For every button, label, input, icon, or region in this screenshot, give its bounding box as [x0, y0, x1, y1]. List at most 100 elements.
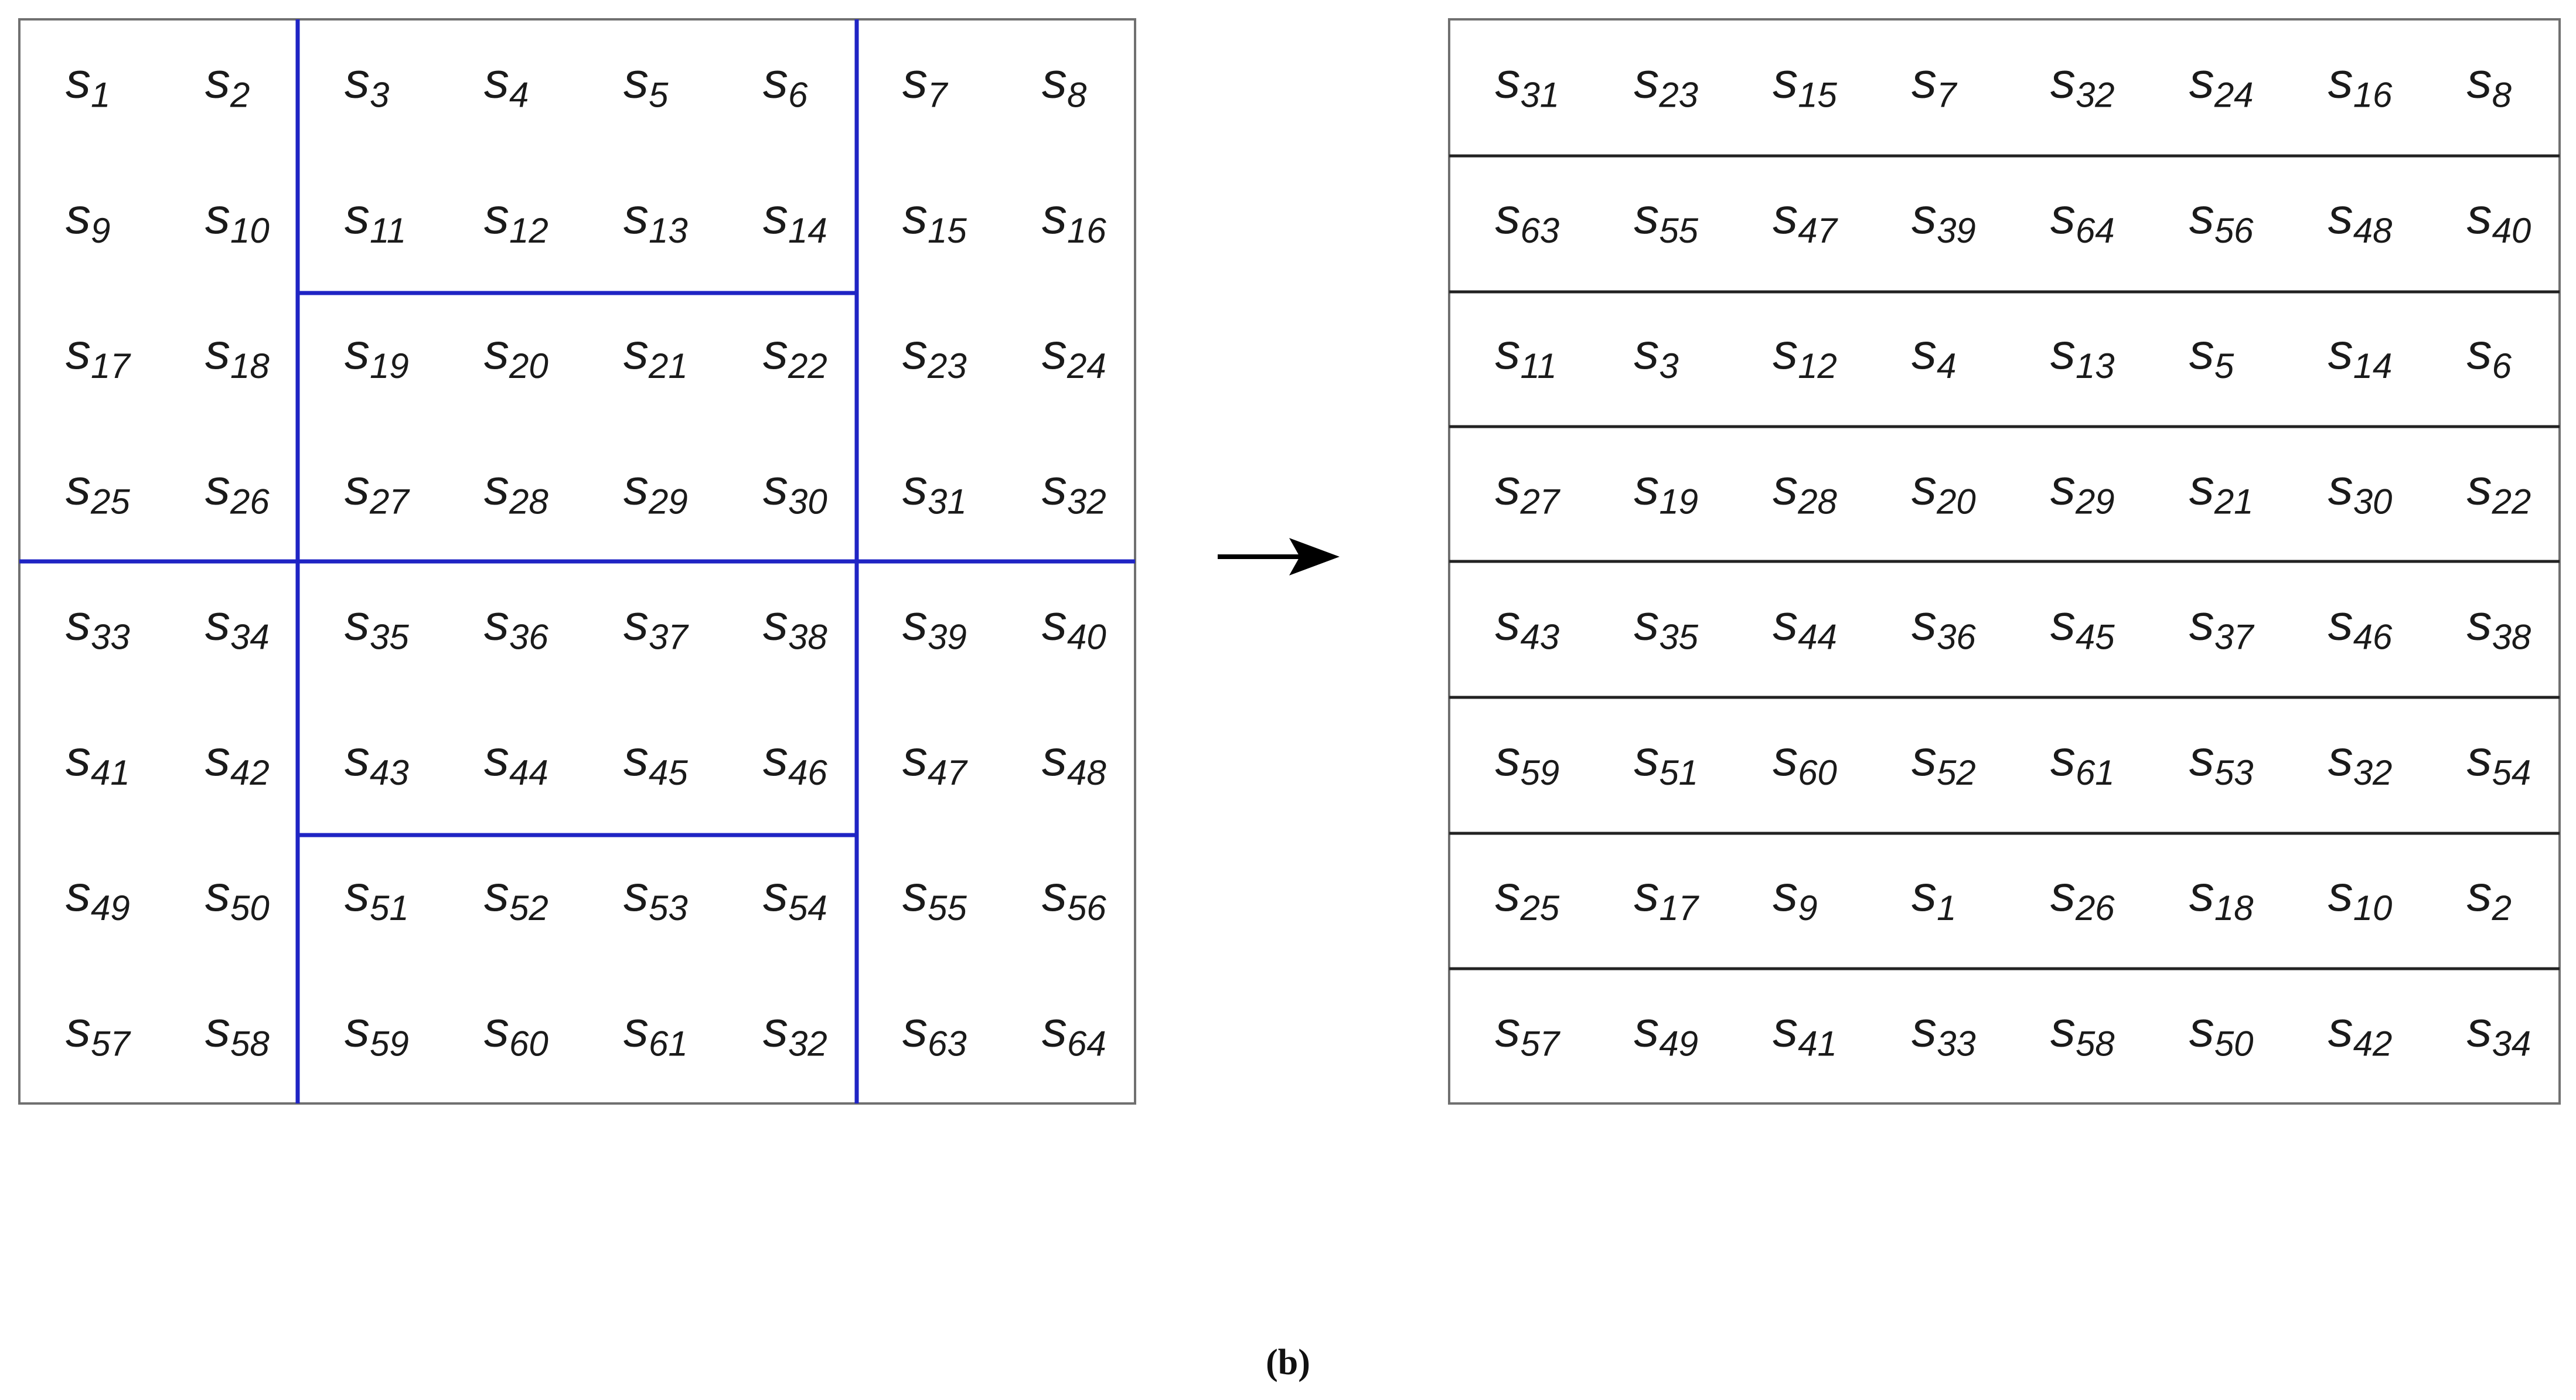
left-cell-r2-c7: s15	[902, 188, 967, 250]
right-cell-r1-c1: s31	[1495, 53, 1559, 115]
left-cell-r2-c2: s10	[205, 188, 270, 250]
left-cell-r4-c7: s31	[902, 459, 967, 521]
right-cell-r1-c6: s24	[2189, 53, 2254, 115]
right-cell-r4-c7: s30	[2328, 459, 2393, 521]
left-cell-r7-c3: s51	[345, 866, 409, 928]
right-cell-r7-c3: s9	[1773, 866, 1817, 928]
right-cell-r6-c4: s52	[1911, 730, 1976, 792]
left-cell-r2-c4: s12	[484, 188, 548, 250]
left-cell-r6-c2: s42	[205, 730, 270, 792]
right-cell-r6-c1: s59	[1495, 730, 1559, 792]
right-cell-r5-c3: s44	[1773, 595, 1837, 657]
left-cell-r8-c6: s32	[763, 1001, 827, 1063]
left-cell-r5-c7: s39	[902, 595, 967, 657]
right-cell-r1-c3: s15	[1773, 53, 1837, 115]
right-cell-r5-c5: s45	[2050, 595, 2115, 657]
right-cell-r5-c4: s36	[1911, 595, 1976, 657]
left-cell-r2-c6: s14	[763, 188, 827, 250]
right-cell-r8-c5: s58	[2050, 1001, 2115, 1063]
right-cell-r2-c5: s64	[2050, 188, 2115, 250]
figure-caption: (b)	[1266, 1343, 1310, 1382]
right-cell-r2-c3: s47	[1773, 188, 1838, 250]
left-cell-r5-c1: s33	[66, 595, 130, 657]
right-cell-r4-c5: s29	[2050, 459, 2115, 521]
right-cell-r5-c6: s37	[2189, 595, 2255, 657]
right-cell-r6-c3: s60	[1773, 730, 1837, 792]
right-cell-r4-c1: s27	[1495, 459, 1560, 521]
right-cell-r7-c5: s26	[2050, 866, 2115, 928]
right-cell-r2-c2: s55	[1634, 188, 1698, 250]
right-cell-r7-c6: s18	[2189, 866, 2254, 928]
right-cell-r5-c2: s35	[1634, 595, 1698, 657]
left-cell-r7-c7: s55	[902, 866, 967, 928]
left-grid-partitions	[19, 19, 1135, 1103]
right-cell-r1-c8: s8	[2467, 53, 2512, 115]
left-cell-r1-c8: s8	[1042, 53, 1087, 115]
right-cell-r3-c2: s3	[1634, 323, 1678, 386]
right-cell-r3-c4: s4	[1911, 323, 1956, 386]
left-cell-r3-c2: s18	[205, 323, 270, 386]
left-cell-r7-c1: s49	[66, 866, 130, 928]
left-cell-r6-c1: s41	[66, 730, 130, 792]
left-cell-r7-c6: s54	[763, 866, 827, 928]
left-cell-r7-c2: s50	[205, 866, 270, 928]
left-cell-r8-c8: s64	[1042, 1001, 1106, 1063]
left-cell-r4-c8: s32	[1042, 459, 1106, 521]
left-cell-r3-c3: s19	[345, 323, 409, 386]
left-cell-r6-c5: s45	[623, 730, 688, 792]
left-cell-r4-c1: s25	[66, 459, 130, 521]
left-cell-r1-c2: s2	[205, 53, 250, 115]
left-cell-r3-c5: s21	[623, 323, 688, 386]
right-cell-r3-c5: s13	[2050, 323, 2115, 386]
left-cell-r5-c2: s34	[205, 595, 270, 657]
right-cell-r7-c1: s25	[1495, 866, 1559, 928]
right-cell-r8-c8: s34	[2467, 1001, 2531, 1063]
arrow-icon	[1218, 538, 1340, 575]
left-cell-r4-c3: s27	[345, 459, 410, 521]
left-cell-r1-c1: s1	[66, 53, 110, 115]
right-cell-r2-c6: s56	[2189, 188, 2254, 250]
left-cell-r6-c4: s44	[484, 730, 548, 792]
right-cell-r4-c8: s22	[2467, 459, 2531, 521]
left-cell-r7-c4: s52	[484, 866, 548, 928]
left-cell-r6-c3: s43	[345, 730, 409, 792]
left-cell-r2-c8: s16	[1042, 188, 1106, 250]
left-cell-r8-c1: s57	[66, 1001, 131, 1063]
right-cell-r8-c7: s42	[2328, 1001, 2393, 1063]
right-cell-r5-c1: s43	[1495, 595, 1559, 657]
right-cell-r6-c5: s61	[2050, 730, 2115, 792]
left-cell-r8-c7: s63	[902, 1001, 967, 1063]
left-cell-r2-c5: s13	[623, 188, 688, 250]
left-cell-r4-c2: s26	[205, 459, 270, 521]
left-cell-r1-c6: s6	[763, 53, 808, 115]
left-cell-r8-c5: s61	[623, 1001, 688, 1063]
left-cell-r6-c6: s46	[763, 730, 827, 792]
left-cell-r5-c8: s40	[1042, 595, 1106, 657]
right-cell-r8-c3: s41	[1773, 1001, 1837, 1063]
left-cell-r4-c6: s30	[763, 459, 827, 521]
right-cell-r6-c6: s53	[2189, 730, 2254, 792]
right-cell-r8-c2: s49	[1634, 1001, 1698, 1063]
right-cell-r7-c7: s10	[2328, 866, 2393, 928]
left-cell-r1-c7: s7	[902, 53, 949, 115]
right-cell-r8-c4: s33	[1911, 1001, 1976, 1063]
right-cell-r8-c6: s50	[2189, 1001, 2254, 1063]
left-cell-r5-c5: s37	[623, 595, 689, 657]
right-cell-r2-c4: s39	[1911, 188, 1976, 250]
left-cell-r2-c1: s9	[66, 188, 110, 250]
right-cell-r5-c8: s38	[2467, 595, 2531, 657]
left-cell-r8-c2: s58	[205, 1001, 270, 1063]
right-cell-r5-c7: s46	[2328, 595, 2393, 657]
right-cell-r2-c1: s63	[1495, 188, 1559, 250]
right-cell-r1-c7: s16	[2328, 53, 2393, 115]
left-cell-r3-c6: s22	[763, 323, 827, 386]
right-cell-r6-c2: s51	[1634, 730, 1698, 792]
right-cell-r6-c8: s54	[2467, 730, 2531, 792]
right-cell-r2-c8: s40	[2467, 188, 2531, 250]
right-cell-r1-c2: s23	[1634, 53, 1698, 115]
right-cell-r4-c3: s28	[1773, 459, 1837, 521]
